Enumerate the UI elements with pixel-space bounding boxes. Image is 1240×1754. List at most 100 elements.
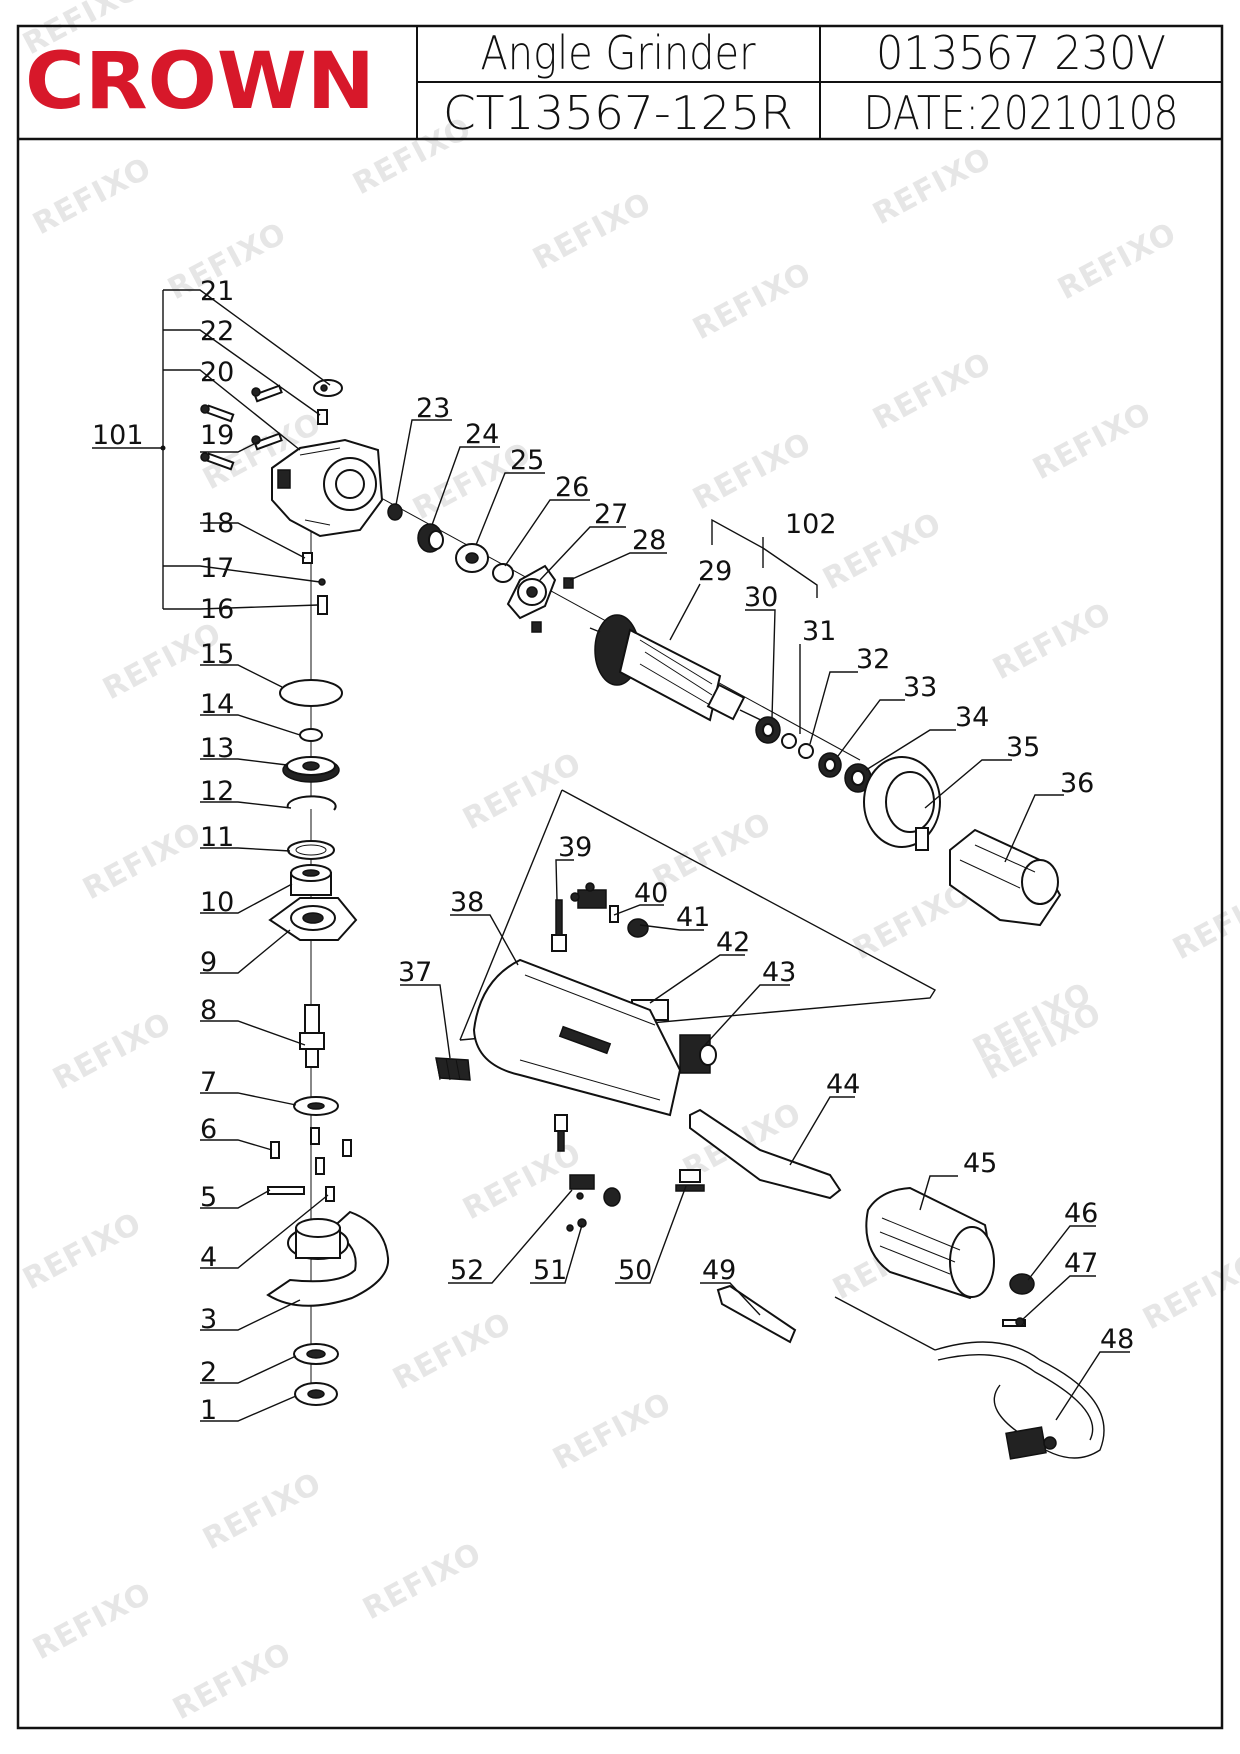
callout-part-25: 25	[510, 445, 544, 476]
callout-part-33: 33	[903, 672, 937, 703]
screw-set-6	[270, 1127, 352, 1175]
switch-terminal-40	[570, 882, 607, 909]
callout-part-45: 45	[963, 1148, 997, 1179]
refixo-watermark: REFIXO	[527, 186, 657, 277]
spring-22	[317, 409, 328, 425]
callout-part-3: 3	[200, 1304, 217, 1335]
callout-part-48: 48	[1100, 1324, 1134, 1355]
product-name: Angle Grinder	[481, 26, 756, 80]
callout-part-40: 40	[634, 878, 668, 909]
crown-logo: CROWN	[25, 37, 375, 127]
callout-assembly-101: 101	[92, 420, 144, 451]
lock-button-21	[313, 379, 343, 397]
capacitor-41	[627, 918, 649, 938]
shaft-lock-16	[317, 595, 328, 615]
callout-part-30: 30	[744, 582, 778, 613]
revision-date: DATE:20210108	[864, 86, 1179, 140]
callout-part-10: 10	[200, 887, 234, 918]
refixo-watermark: REFIXO	[987, 596, 1117, 687]
end-cap-37	[435, 1057, 471, 1081]
refixo-watermark: REFIXO	[27, 151, 157, 242]
callout-part-32: 32	[856, 644, 890, 675]
refixo-watermark: REFIXO	[687, 256, 817, 347]
callout-part-34: 34	[955, 702, 989, 733]
electronic-module-43	[679, 1034, 717, 1074]
callout-part-24: 24	[465, 419, 499, 450]
screw-47	[1002, 1319, 1026, 1327]
refixo-watermark: REFIXO	[77, 816, 207, 907]
callout-part-52: 52	[450, 1255, 484, 1286]
refixo-watermark: REFIXO	[687, 426, 817, 517]
bearing-25	[455, 543, 489, 573]
callout-part-23: 23	[416, 393, 450, 424]
callout-part-8: 8	[200, 995, 217, 1026]
cord-guard-49	[716, 1284, 797, 1344]
callout-part-46: 46	[1064, 1198, 1098, 1229]
refixo-watermark: REFIXO	[1027, 396, 1157, 487]
watermark-layer: REFIXOREFIXOREFIXOREFIXOREFIXOREFIXOREFI…	[17, 0, 1240, 1727]
screw-28	[563, 577, 574, 589]
washer-11	[287, 840, 335, 860]
armature-29	[589, 614, 766, 723]
bearing-cover-9	[268, 897, 358, 941]
bolt-5	[267, 1186, 305, 1195]
callout-part-26: 26	[555, 472, 589, 503]
callout-part-36: 36	[1060, 768, 1094, 799]
callout-part-44: 44	[826, 1069, 860, 1100]
callout-part-9: 9	[200, 947, 217, 978]
pinion-24	[417, 523, 444, 553]
refixo-watermark: REFIXO	[17, 1206, 147, 1297]
gear-housing-20	[271, 438, 384, 538]
screw-set-19	[200, 384, 283, 471]
callout-part-47: 47	[1064, 1248, 1098, 1279]
switch-rod-44	[689, 1108, 842, 1200]
callout-assembly-102: 102	[785, 509, 837, 540]
callout-part-41: 41	[676, 902, 710, 933]
callout-labels: 1234567891011121314151617181920212223242…	[92, 276, 1134, 1426]
callout-part-7: 7	[200, 1067, 217, 1098]
refixo-watermark: REFIXO	[1052, 216, 1182, 307]
washer-31	[781, 733, 797, 749]
refixo-watermark: REFIXO	[387, 1306, 517, 1397]
bearing-10	[290, 864, 332, 896]
callout-part-11: 11	[200, 822, 234, 853]
brush-52	[554, 1114, 568, 1152]
brush-holder-39	[551, 899, 567, 952]
callout-part-21: 21	[200, 276, 234, 307]
cord-clamp-50	[675, 1169, 705, 1192]
brush-cap-51	[603, 1187, 621, 1207]
bearing-33	[818, 752, 842, 778]
callout-part-31: 31	[802, 616, 836, 647]
product-code: 013567 230V	[876, 26, 1166, 80]
callout-part-22: 22	[200, 316, 234, 347]
nut-23	[387, 503, 403, 521]
callout-part-17: 17	[200, 553, 234, 584]
callout-part-43: 43	[762, 957, 796, 988]
callout-part-50: 50	[618, 1255, 652, 1286]
refixo-watermark: REFIXO	[867, 346, 997, 437]
refixo-watermark: REFIXO	[547, 1386, 677, 1477]
bearing-30	[755, 716, 781, 744]
refixo-watermark: REFIXO	[1137, 1246, 1240, 1337]
callout-part-49: 49	[702, 1255, 736, 1286]
washer-26	[492, 563, 514, 583]
refixo-watermark: REFIXO	[867, 141, 997, 232]
refixo-watermark: REFIXO	[47, 1006, 177, 1097]
callout-part-29: 29	[698, 556, 732, 587]
callout-part-27: 27	[594, 499, 628, 530]
refixo-watermark: REFIXO	[817, 506, 947, 597]
nut-4	[325, 1186, 335, 1202]
callout-part-18: 18	[200, 508, 234, 539]
bearing-14	[299, 728, 323, 742]
refixo-watermark: REFIXO	[27, 1576, 157, 1667]
stator-36	[949, 828, 1062, 927]
callout-part-28: 28	[632, 525, 666, 556]
callout-part-15: 15	[200, 639, 234, 670]
callout-part-42: 42	[716, 927, 750, 958]
refixo-watermark: REFIXO	[167, 1636, 297, 1727]
spindle-8	[299, 1004, 325, 1068]
part-drawings	[200, 379, 1105, 1460]
refixo-watermark: REFIXO	[357, 1536, 487, 1627]
callout-part-37: 37	[398, 957, 432, 988]
model-number: CT13567-125R	[443, 86, 793, 140]
